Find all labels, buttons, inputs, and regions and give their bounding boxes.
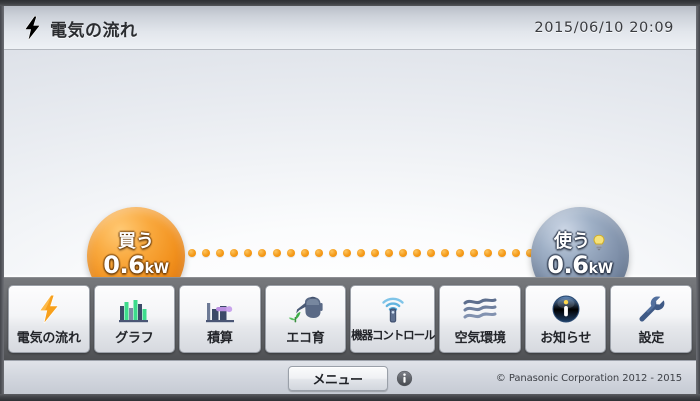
lightning-bolt-icon (24, 16, 41, 40)
toolbar-button-label: 設定 (638, 331, 665, 346)
flow-dot (413, 249, 422, 257)
main-toolbar: 電気の流れ グラフ 積算 エコ育 機器コントロール 空気環境 お知らせ 設定 (4, 277, 696, 360)
flow-dot (385, 249, 394, 257)
flow-dot (300, 249, 309, 257)
flow-dot (357, 249, 366, 257)
flow-dot (216, 249, 225, 257)
use-node-number: 0.6 (547, 251, 589, 277)
flow-dot (427, 249, 436, 257)
buy-node-number: 0.6 (103, 251, 145, 277)
lightning-bolt-icon (37, 293, 61, 325)
flow-dot (455, 249, 464, 257)
watering-can-sprout-icon (287, 293, 324, 325)
toolbar-button-3[interactable]: 積算 (179, 285, 261, 353)
use-node-label: 使う (554, 233, 606, 251)
menu-button[interactable]: メニュー (287, 365, 388, 391)
toolbar-button-label: 空気環境 (454, 331, 506, 346)
toolbar-button-label: エコ育 (286, 331, 325, 346)
buy-node[interactable]: 買う 0.6kW (87, 207, 185, 277)
toolbar-button-label: 積算 (207, 331, 233, 346)
flow-dot (371, 249, 380, 257)
header-datetime: 2015/06/10 20:09 (534, 20, 674, 36)
toolbar-button-7[interactable]: お知らせ (524, 285, 607, 353)
toolbar-button-label: お知らせ (540, 331, 592, 346)
flow-dot (511, 249, 520, 257)
flow-dot (441, 249, 450, 257)
flow-dot (230, 249, 239, 257)
use-node-value: 0.6kW (547, 251, 613, 277)
menu-group: メニュー (4, 361, 696, 395)
air-waves-icon (463, 293, 497, 325)
toolbar-button-label: 機器コントロール (351, 328, 435, 342)
header-bar: 電気の流れ 2015/06/10 20:09 (4, 6, 696, 50)
flow-dot (258, 249, 267, 257)
toolbar-button-1[interactable]: 電気の流れ (8, 285, 90, 353)
wrench-icon (636, 293, 666, 325)
flow-dot (328, 249, 337, 257)
flow-dot (483, 249, 492, 257)
remote-wifi-icon (378, 293, 408, 325)
use-node[interactable]: 使う 0.6kW (531, 207, 629, 277)
bottom-bezel (0, 394, 700, 401)
toolbar-button-label: 電気の流れ (16, 331, 81, 346)
bar-chart-icon (118, 293, 150, 325)
flow-dot (314, 249, 323, 257)
lightbulb-icon (592, 234, 606, 251)
buy-node-unit: kW (144, 261, 169, 277)
flow-dot (497, 249, 506, 257)
toolbar-button-5[interactable]: 機器コントロール (350, 285, 435, 353)
flow-dot (272, 249, 281, 257)
cumulative-chart-icon (204, 293, 236, 325)
flow-dot (399, 249, 408, 257)
info-circle-icon[interactable] (396, 370, 413, 387)
bottom-bar: メニュー © Panasonic Corporation 2012 - 2 (4, 360, 696, 394)
toolbar-button-2[interactable]: グラフ (93, 285, 176, 353)
flow-dot (525, 249, 534, 257)
right-bezel (696, 6, 700, 401)
top-bezel (0, 0, 700, 6)
page-title: 電気の流れ (50, 20, 138, 41)
use-node-label-text: 使う (554, 231, 590, 253)
buy-node-value: 0.6kW (103, 251, 169, 277)
left-bezel (0, 6, 4, 401)
flow-dot (342, 249, 351, 257)
buy-node-label: 買う (118, 231, 154, 253)
flow-dot (286, 249, 295, 257)
dotted-line (174, 248, 534, 258)
electricity-flow-diagram: 買う 0.6kW 使う 0.6kW (4, 50, 696, 277)
use-node-unit: kW (588, 261, 613, 277)
flow-dot (244, 249, 253, 257)
flow-dot (188, 249, 197, 257)
toolbar-button-8[interactable]: 設定 (610, 285, 693, 353)
info-circle-icon (551, 293, 581, 325)
header-title-group: 電気の流れ (24, 6, 138, 50)
flow-dot (469, 249, 478, 257)
toolbar-button-label: グラフ (115, 331, 154, 346)
flow-dot (202, 249, 211, 257)
toolbar-button-6[interactable]: 空気環境 (439, 285, 521, 353)
copyright-text: © Panasonic Corporation 2012 - 2015 (495, 372, 682, 384)
toolbar-button-4[interactable]: エコ育 (264, 285, 347, 353)
